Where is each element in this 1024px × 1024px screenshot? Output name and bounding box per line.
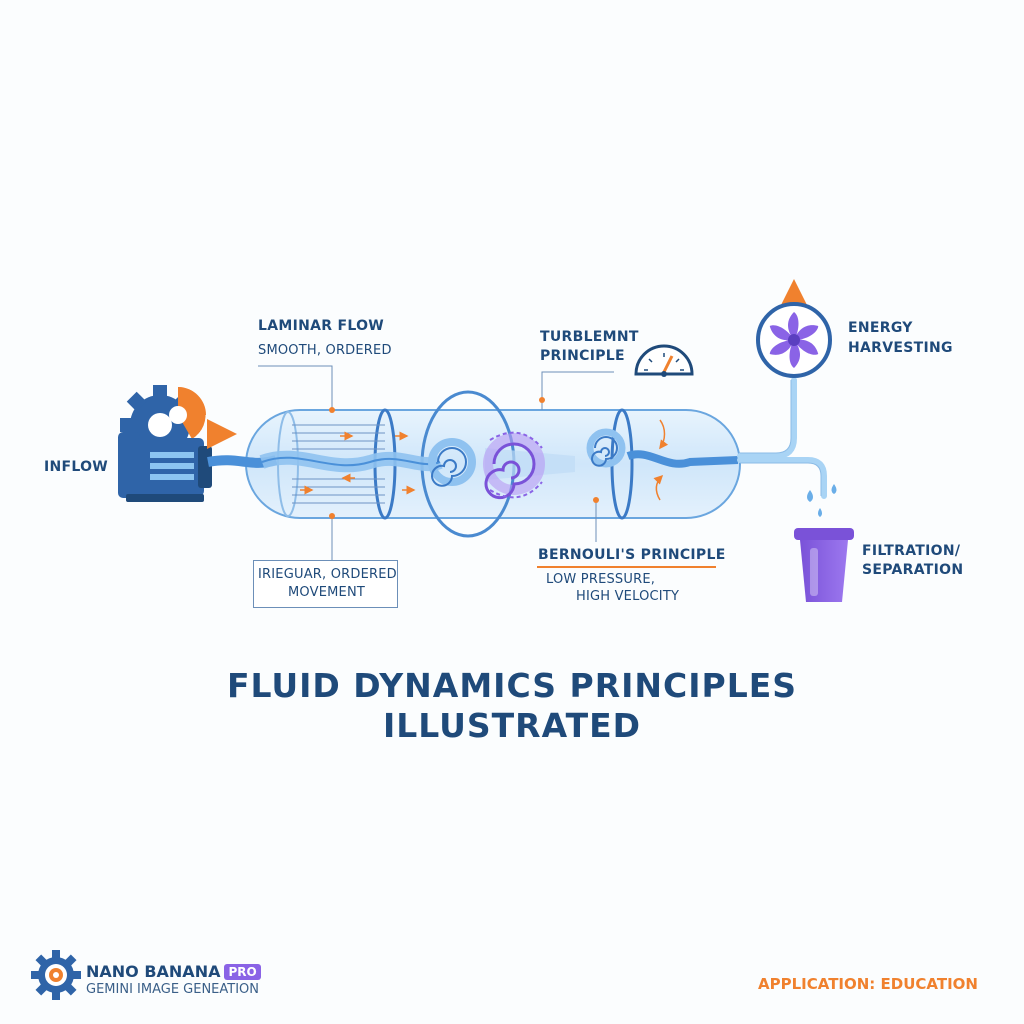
irregular-line1: IRIEGUAR, ORDERED xyxy=(258,567,397,582)
inflow-label: INFLOW xyxy=(44,459,109,475)
vortex-center xyxy=(483,431,545,500)
application-label: APPLICATION: EDUCATION xyxy=(758,975,978,993)
venturi-throat xyxy=(485,448,575,480)
bernoulli-line1: LOW PRESSURE, xyxy=(546,572,656,587)
pump-gear-icon xyxy=(118,385,212,502)
pressure-gauge-icon xyxy=(634,344,694,377)
energy-label-line1: ENERGY xyxy=(848,320,913,336)
brand-subtitle: GEMINI IMAGE GENEATION xyxy=(86,982,260,997)
leader-lines xyxy=(258,365,614,560)
page-title-line2: ILLUSTRATED xyxy=(382,706,642,745)
filtration-label-line2: SEPARATION xyxy=(862,562,964,578)
bernoulli-line2: HIGH VELOCITY xyxy=(576,589,680,604)
outflow-jet xyxy=(626,450,739,468)
output-pipes-outline xyxy=(740,380,822,496)
filter-cup-icon xyxy=(794,528,854,602)
page-title-line1: FLUID DYNAMICS PRINCIPLES xyxy=(226,666,798,705)
laminar-flow-subtitle: SMOOTH, ORDERED xyxy=(258,343,392,358)
vortex-left xyxy=(428,438,476,487)
output-pipes xyxy=(737,377,827,499)
turbine-fan-icon xyxy=(756,302,832,378)
vortex-right xyxy=(586,428,626,468)
flow-arrows xyxy=(300,419,669,501)
brand-name-text: NANO BANANA xyxy=(86,962,221,981)
turbulent-label-line1: TURBLEMNT xyxy=(540,329,639,345)
laminar-flow-title: LAMINAR FLOW xyxy=(258,318,385,334)
bernoulli-title: BERNOULI'S PRINCIPLE xyxy=(538,547,726,563)
turbulent-label-line2: PRINCIPLE xyxy=(540,348,625,364)
filtration-label-line1: FILTRATION/ xyxy=(862,543,961,559)
brand-pro-badge: PRO xyxy=(224,964,261,980)
irregular-line2: MOVEMENT xyxy=(288,585,366,600)
leader-dots xyxy=(329,397,599,519)
water-droplets xyxy=(807,484,837,517)
irregular-movement-box xyxy=(253,560,398,608)
laminar-flow-line xyxy=(261,456,441,467)
energy-label-line2: HARVESTING xyxy=(848,340,953,356)
gear-logo-icon xyxy=(31,950,81,1000)
